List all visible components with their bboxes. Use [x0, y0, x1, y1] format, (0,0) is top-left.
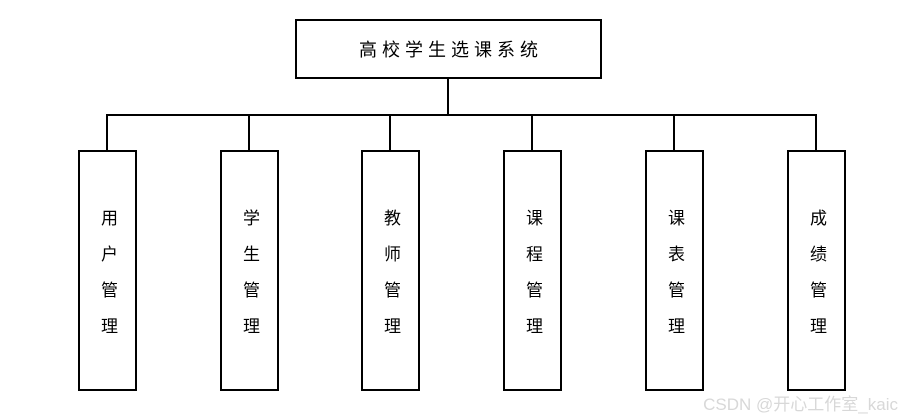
- node-user-management: 用户管理: [78, 150, 137, 391]
- root-node-label: 高校学生选课系统: [359, 40, 543, 60]
- root-node-system: 高校学生选课系统: [295, 19, 602, 79]
- node-teacher-management: 教师管理: [361, 150, 420, 391]
- node-student-management: 学生管理: [220, 150, 279, 391]
- node-student-management-label: 学生管理: [240, 208, 259, 353]
- node-timetable-management-label: 课表管理: [665, 208, 684, 353]
- connector-horizontal: [106, 114, 817, 116]
- connector-drop-3: [389, 114, 391, 152]
- csdn-watermark: CSDN @开心工作室_kaic: [703, 395, 898, 414]
- node-course-management: 课程管理: [503, 150, 562, 391]
- connector-drop-1: [106, 114, 108, 152]
- connector-drop-5: [673, 114, 675, 152]
- node-course-management-label: 课程管理: [523, 208, 542, 353]
- node-grade-management-label: 成绩管理: [807, 208, 826, 353]
- connector-drop-2: [248, 114, 250, 152]
- connector-drop-6: [815, 114, 817, 152]
- node-timetable-management: 课表管理: [645, 150, 704, 391]
- node-user-management-label: 用户管理: [98, 208, 117, 353]
- connector-drop-4: [531, 114, 533, 152]
- node-grade-management: 成绩管理: [787, 150, 846, 391]
- node-teacher-management-label: 教师管理: [381, 208, 400, 353]
- connector-stem: [447, 78, 449, 116]
